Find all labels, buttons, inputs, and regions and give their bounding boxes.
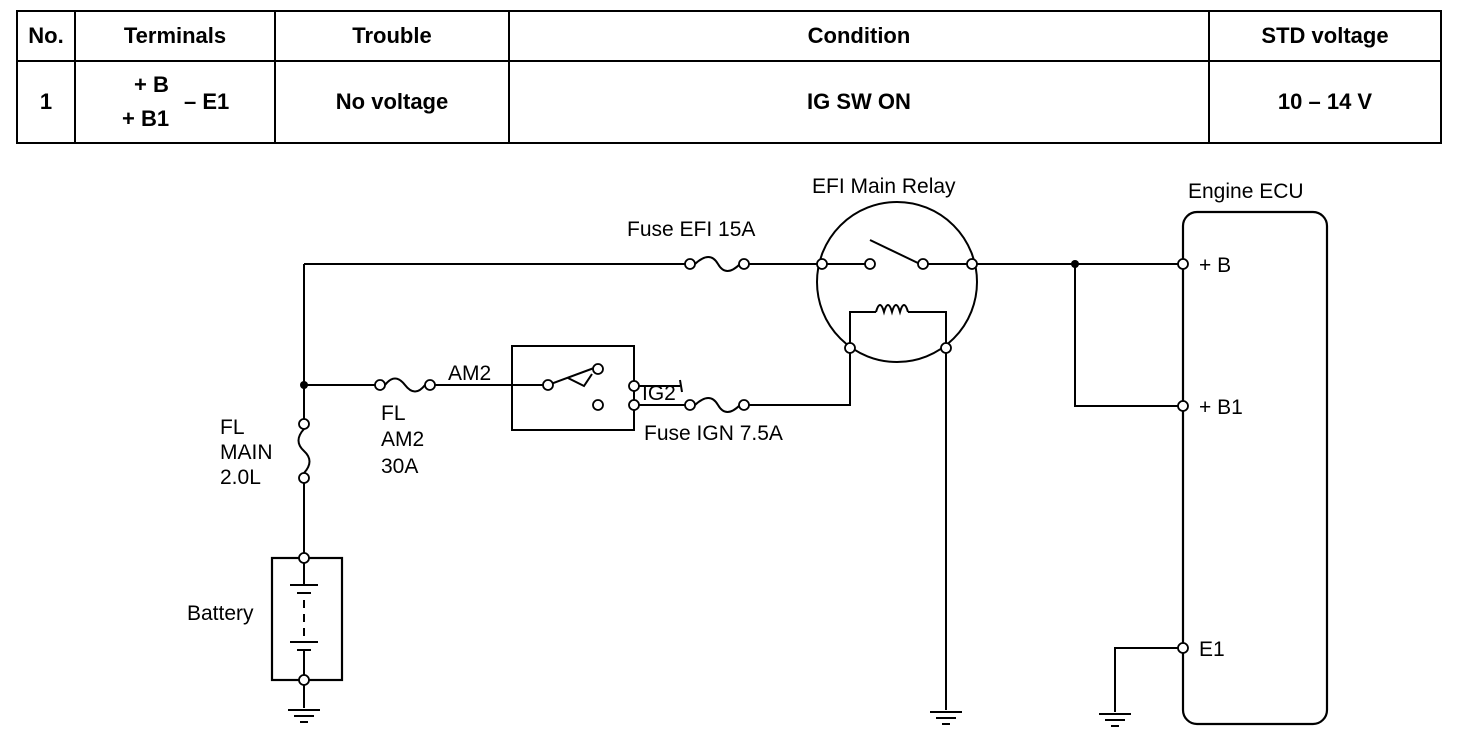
header-no: No. [16, 10, 76, 62]
header-std-voltage: STD voltage [1208, 10, 1442, 62]
terminal-b1: + B1 [122, 106, 170, 131]
junction-dot [300, 381, 308, 389]
terminal-b: + B [134, 72, 169, 97]
voltage-spec-table: No. Terminals Trouble Condition STD volt… [16, 10, 1442, 144]
label-fl-am2-2: AM2 [381, 428, 424, 451]
ground-icon [930, 711, 962, 725]
label-fl-am2-1: FL [381, 402, 406, 425]
fuse-efi-symbol [684, 256, 750, 272]
fl-main-symbol [297, 418, 311, 484]
terminal-e1: – E1 [184, 89, 230, 114]
label-fuse-ign: Fuse IGN 7.5A [644, 422, 783, 445]
cell-condition: IG SW ON [508, 60, 1210, 144]
header-condition: Condition [508, 10, 1210, 62]
fl-am2-symbol [374, 377, 436, 393]
label-ecu-b1: + B1 [1199, 396, 1243, 419]
cell-no: 1 [16, 60, 76, 144]
wires [303, 263, 1183, 712]
label-fl-main-2: MAIN [220, 441, 273, 464]
table-header-row: No. Terminals Trouble Condition STD volt… [16, 10, 1442, 62]
header-terminals: Terminals [74, 10, 276, 62]
cell-terminals: + B + B1 – E1 [74, 60, 276, 144]
ground-icon [288, 709, 320, 723]
cell-std-voltage: 10 – 14 V [1208, 60, 1442, 144]
engine-ecu [1177, 210, 1329, 726]
ignition-switch [511, 345, 683, 431]
junction-dot [1071, 260, 1079, 268]
label-ecu-b: + B [1199, 254, 1231, 277]
table-row: 1 + B + B1 – E1 No voltage IG SW ON 10 –… [16, 60, 1442, 144]
label-ecu-e1: E1 [1199, 638, 1225, 661]
header-trouble: Trouble [274, 10, 510, 62]
label-battery: Battery [187, 602, 254, 625]
label-ig2: IG2 [642, 382, 676, 405]
cell-trouble: No voltage [274, 60, 510, 144]
battery-symbol [270, 552, 344, 686]
label-fl-main-3: 2.0L [220, 466, 261, 489]
efi-main-relay [816, 201, 978, 363]
label-fl-am2-3: 30A [381, 455, 418, 478]
label-engine-ecu: Engine ECU [1188, 180, 1304, 203]
label-am2-wire: AM2 [448, 362, 491, 385]
label-fuse-efi: Fuse EFI 15A [627, 218, 755, 241]
label-fl-main-1: FL [220, 416, 245, 439]
fuse-ign-symbol [684, 397, 750, 413]
ground-icon [1099, 713, 1131, 727]
label-efi-main-relay: EFI Main Relay [812, 175, 956, 198]
